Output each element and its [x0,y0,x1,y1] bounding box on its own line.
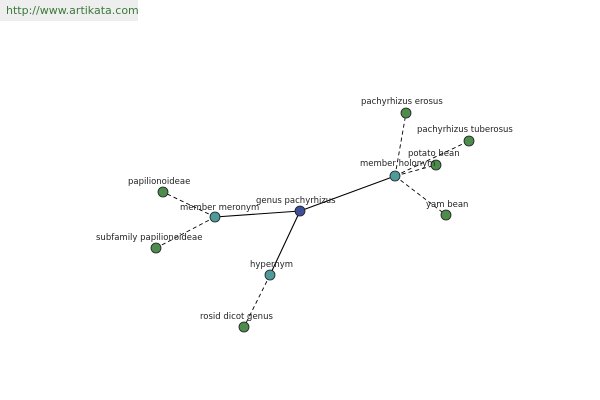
node-hypernym[interactable] [264,269,276,281]
edge-center-hypernym [269,210,301,276]
edge-meronym-papilionoideae [162,191,216,218]
labels: genus pachyrhizus member holonym member … [96,97,513,322]
label-hypernym[interactable]: hypernym [250,260,293,270]
edge-hypernym-rosid-dicot-genus [243,274,271,328]
edge-center-meronym [214,210,301,218]
edges [155,112,470,328]
node-papilionoideae[interactable] [157,186,169,198]
edge-holonym-pachyrhizus-erosus [394,112,407,177]
label-pachyrhizus-erosus[interactable]: pachyrhizus erosus [361,97,443,107]
node-yam-bean[interactable] [440,209,452,221]
node-center[interactable] [294,205,306,217]
node-rosid-dicot-genus[interactable] [238,321,250,333]
node-member-meronym[interactable] [209,211,221,223]
edge-holonym-potato-bean [394,164,437,177]
label-member-meronym[interactable]: member meronym [180,203,259,213]
label-center[interactable]: genus pachyrhizus [256,196,336,206]
label-yam-bean[interactable]: yam bean [426,200,468,210]
node-member-holonym[interactable] [389,170,401,182]
node-pachyrhizus-erosus[interactable] [400,107,412,119]
edge-holonym-yam-bean [394,175,447,216]
label-member-holonym[interactable]: member holonym [360,159,435,169]
label-subfamily-papilionoideae[interactable]: subfamily papilionoideae [96,233,202,243]
label-pachyrhizus-tuberosus[interactable]: pachyrhizus tuberosus [417,125,513,135]
nodes [150,107,475,333]
label-rosid-dicot-genus[interactable]: rosid dicot genus [200,312,273,322]
label-papilionoideae[interactable]: papilionoideae [128,177,190,187]
edge-center-holonym [299,175,396,212]
site-url-banner[interactable]: http://www.artikata.com [0,0,138,21]
label-potato-bean[interactable]: potato bean [408,149,460,159]
node-pachyrhizus-tuberosus[interactable] [463,135,475,147]
node-subfamily-papilionoideae[interactable] [150,242,162,254]
node-potato-bean[interactable] [430,159,442,171]
